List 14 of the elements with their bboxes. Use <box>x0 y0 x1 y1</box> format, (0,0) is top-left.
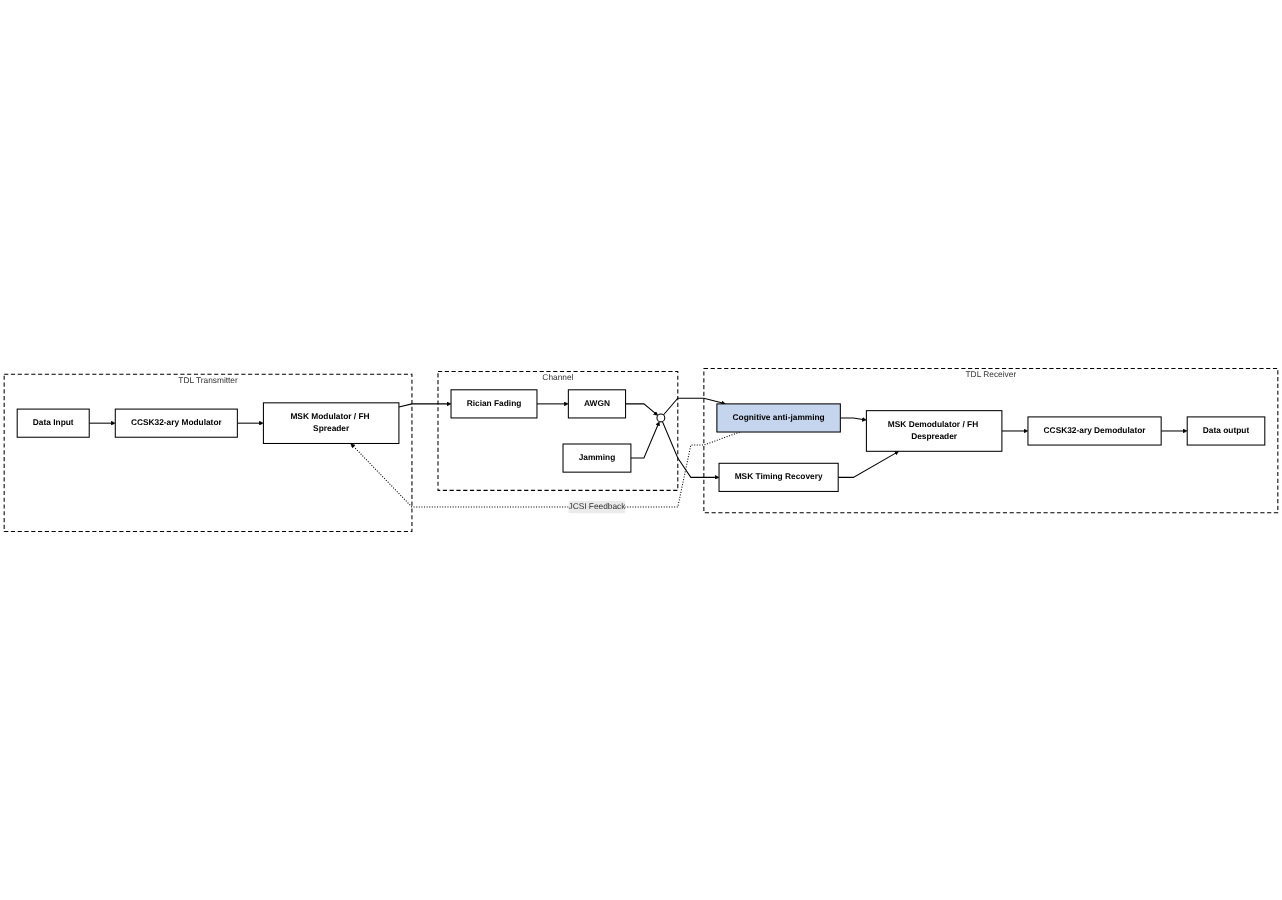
arrow <box>1160 428 1188 434</box>
arrow <box>350 431 741 508</box>
arrow <box>630 421 660 459</box>
arrow <box>88 420 116 426</box>
node-circle <box>656 413 666 423</box>
arrow <box>661 421 720 480</box>
arrow <box>625 403 659 416</box>
arrow <box>1001 428 1029 434</box>
arrow <box>837 451 899 478</box>
arrow <box>236 420 264 426</box>
arrow <box>398 401 452 408</box>
arrow <box>662 397 726 416</box>
arrow <box>839 417 867 422</box>
arrow <box>536 401 569 407</box>
